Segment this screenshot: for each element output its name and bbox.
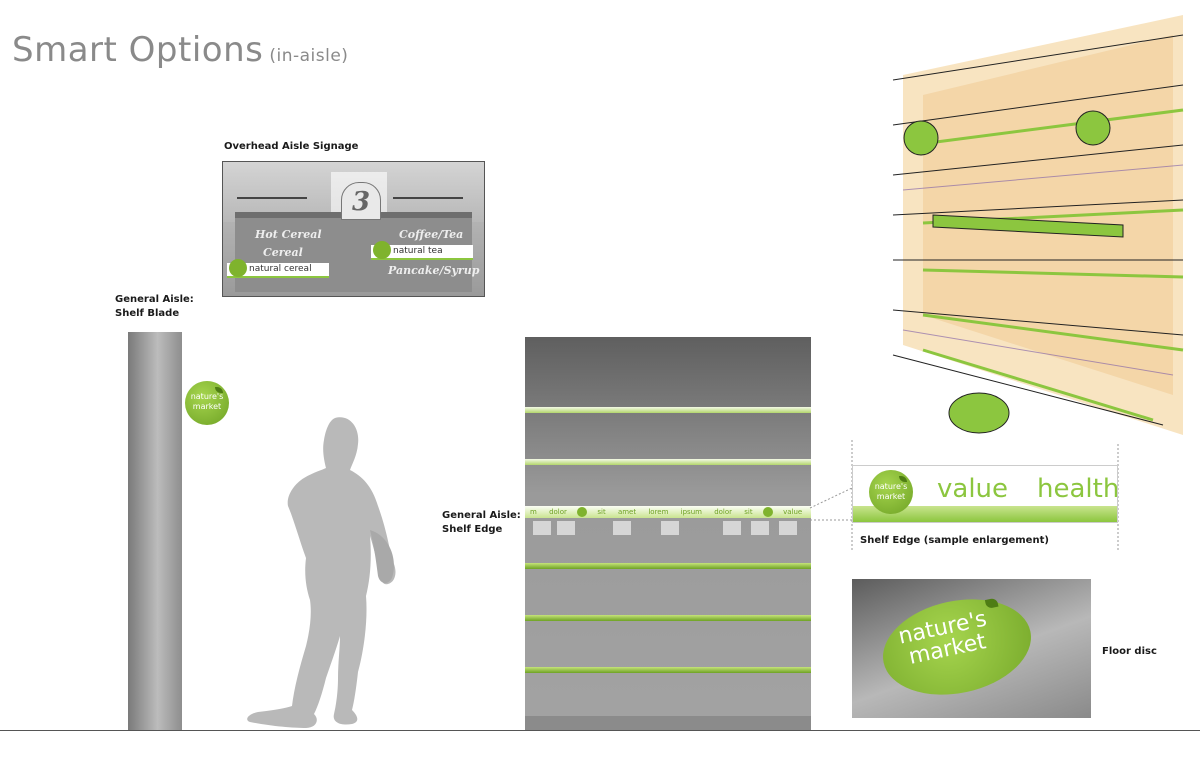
floor-line [0,730,1200,731]
price-tag [779,521,797,535]
subtitle-text: (in-aisle) [269,46,349,66]
sign-right-item-2: Pancake/Syrup [388,264,480,277]
shelf-blade-label: General Aisle: Shelf Blade [115,293,194,321]
sign-left-item-1: Hot Cereal [255,228,322,241]
floor-disc-photo: nature's market [852,579,1091,718]
strip-word: value [783,508,803,516]
tag-natural-cereal: natural cereal [227,259,329,278]
shelf-edge-strip: m dolor sit amet lorem ipsum dolor sit v… [525,506,811,518]
shelf [525,459,811,465]
blade-logo-line2: market [192,402,222,411]
strip-word: dolor [714,508,733,516]
tag-natural-tea: natural tea [371,241,473,260]
strip-word: dolor [549,508,567,516]
aisle-sketch [883,15,1195,443]
enlargement-caption: Shelf Edge (sample enlargement) [860,535,1049,546]
shelf-edge-label-line1: General Aisle: [442,510,521,521]
page-title: Smart Options(in-aisle) [12,30,348,70]
strip-word: sit [597,508,606,516]
overhead-label: Overhead Aisle Signage [224,141,359,152]
tag-text: natural tea [393,246,443,256]
leaf-icon [215,387,223,393]
strip-word: sit [744,508,753,516]
shelf-blade-label-line1: General Aisle: [115,294,194,305]
enlargement-connector [809,440,1119,550]
aisle-number-badge: 3 [341,182,381,220]
mini-logo-icon [762,507,773,517]
price-tag [751,521,769,535]
shelf [525,563,811,569]
floor-disc-label: Floor disc [1102,646,1157,657]
enlarge-logo-line1: nature's [874,482,908,491]
mini-logo-icon [577,507,588,517]
enlarge-logo-line2: market [876,492,906,501]
shelving-unit: m dolor sit amet lorem ipsum dolor sit v… [525,337,811,730]
price-tag [533,521,551,535]
shelf-blade-label-line2: Shelf Blade [115,308,180,319]
enlargement-word-health: health [1037,474,1118,504]
overhead-sign-image: 3 Hot Cereal Cereal Coffee/Tea Pancake/S… [222,161,485,297]
enlargement-word-value: value [937,474,1009,504]
price-tag [557,521,575,535]
floor-disc: nature's market [874,586,1040,708]
strip-word: m [530,508,537,516]
enlargement-green-bar [853,506,1117,522]
tag-text: natural cereal [249,264,312,274]
shelf-edge-enlargement: nature's market value health [852,465,1118,523]
shelf [525,667,811,673]
price-tag [661,521,679,535]
leaf-icon [984,597,999,609]
price-tag [613,521,631,535]
strip-word: lorem [648,508,669,516]
sign-right-item-1: Coffee/Tea [399,228,464,241]
shelving-base [525,716,811,730]
title-text: Smart Options [12,30,264,70]
sign-left-item-2: Cereal [263,246,303,259]
mini-logo-icon [229,259,247,277]
price-tag [723,521,741,535]
shelf [525,407,811,413]
ironwork-right [393,197,463,211]
ironwork-left [237,197,307,211]
enlargement-logo: nature's market [869,470,913,514]
leaf-icon [899,476,907,482]
strip-word: ipsum [680,508,702,516]
floor-logo-text: nature's market [896,607,994,671]
shelf-blade-logo: nature's market [185,381,229,425]
shelf [525,615,811,621]
strip-word: amet [617,508,637,516]
shelf-edge-label: General Aisle: Shelf Edge [442,509,521,537]
mini-logo-icon [373,241,391,259]
person-silhouette [247,417,396,728]
shelf-edge-label-line2: Shelf Edge [442,524,503,535]
blade-logo-line1: nature's [190,392,224,401]
aisle-column [128,332,182,730]
